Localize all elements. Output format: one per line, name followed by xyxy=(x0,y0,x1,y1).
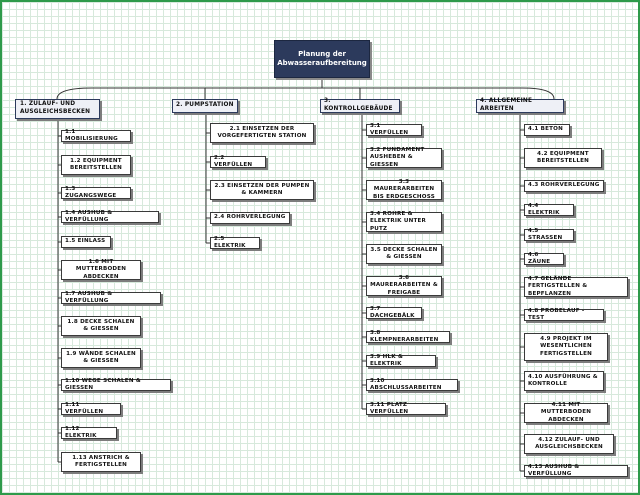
root-node[interactable]: Planung der Abwasseraufbereitung xyxy=(274,40,370,78)
task-label: 1.2 EQUIPMENT BEREITSTELLEN xyxy=(69,157,122,171)
task-label: 1.8 DECKE SCHALEN & GIESSEN xyxy=(67,318,135,332)
task-label: 2.3 EINSETZEN DER PUMPEN & KAMMERN xyxy=(214,182,310,196)
task-label: 3.5 DECKE SCHALEN & GIESSEN xyxy=(370,246,438,260)
task-node-4-12[interactable]: 4.12 ZULAUF- UND AUSGLEICHSBECKEN xyxy=(524,434,614,454)
branch-node-label: 1. ZULAUF- UND AUSGLEICHSBECKEN xyxy=(20,101,91,115)
task-label: 3.9 HLK & ELEKTRIK xyxy=(370,353,404,367)
task-node-2-4[interactable]: 2.4 ROHRVERLEGUNG xyxy=(210,212,290,224)
task-node-1-4[interactable]: 1.4 AUSHUB & VERFÜLLUNG xyxy=(61,209,159,223)
task-label: 2.5 ELEKTRIK xyxy=(214,235,246,249)
task-node-1-7[interactable]: 1.7 AUSHUB & VERFÜLLUNG xyxy=(61,290,161,304)
task-node-3-3[interactable]: 3.3 MAURERARBEITEN BIS ERDGESCHOSS xyxy=(366,179,442,200)
task-label: 1.4 AUSHUB & VERFÜLLUNG xyxy=(65,209,113,223)
task-node-4-4[interactable]: 4.4 ELEKTRIK xyxy=(524,202,574,216)
task-label: 4.10 AUSFÜHRUNG & KONTROLLE xyxy=(528,373,598,387)
branch-node-label: 2. PUMPSTATION xyxy=(176,102,234,109)
connector-bus xyxy=(56,87,555,100)
task-label: 4.12 ZULAUF- UND AUSGLEICHSBECKEN xyxy=(535,436,603,450)
task-node-1-2[interactable]: 1.2 EQUIPMENT BEREITSTELLEN xyxy=(61,155,131,175)
task-node-1-9[interactable]: 1.9 WÄNDE SCHALEN & GIESSEN xyxy=(61,348,141,368)
task-node-4-3[interactable]: 4.3 ROHRVERLEGUNG xyxy=(524,180,604,192)
task-node-1-8[interactable]: 1.8 DECKE SCHALEN & GIESSEN xyxy=(61,316,141,336)
task-label: 4.9 PROJEKT IM WESENTLICHEN FERTIGSTELLE… xyxy=(539,336,593,357)
task-label: 3.2 FUNDAMENT AUSHEBEN & GIESSEN xyxy=(370,147,425,168)
task-label: 4.1 BETON xyxy=(528,126,563,133)
task-label: 4.2 EQUIPMENT BEREITSTELLEN xyxy=(536,150,589,164)
task-node-1-11[interactable]: 1.11 VERFÜLLEN xyxy=(61,401,121,415)
task-label: 1.10 WEGE SCHALEN & GIESSEN xyxy=(65,377,141,391)
task-node-3-6[interactable]: 3.6 MAURERARBEITEN & FREIGABE xyxy=(366,275,442,296)
task-node-1-10[interactable]: 1.10 WEGE SCHALEN & GIESSEN xyxy=(61,377,171,391)
task-node-4-1[interactable]: 4.1 BETON xyxy=(524,124,570,136)
task-node-4-7[interactable]: 4.7 GELÄNDE FERTIGSTELLEN & BEPFLANZEN xyxy=(524,276,628,297)
task-label: 1.3 ZUGANGSWEGE xyxy=(65,185,117,199)
task-node-4-13[interactable]: 4.13 AUSHUB & VERFÜLLUNG xyxy=(524,463,628,477)
task-label: 4.7 GELÄNDE FERTIGSTELLEN & BEPFLANZEN xyxy=(528,276,588,297)
task-node-1-1[interactable]: 1.1 MOBILISIERUNG xyxy=(61,128,131,142)
branch-node-label: 3. KONTROLLGEBÄUDE xyxy=(324,98,393,112)
task-node-1-5[interactable]: 1.5 EINLASS xyxy=(61,236,111,248)
task-label: 1.13 ANSTRICH & FERTIGSTELLEN xyxy=(72,454,130,468)
task-node-4-11[interactable]: 4.11 MIT MUTTERBODEN ABDECKEN xyxy=(524,402,608,423)
task-node-4-8[interactable]: 4.8 PROBELAUF - TEST xyxy=(524,307,604,321)
task-node-3-1[interactable]: 3.1 VERFÜLLEN xyxy=(366,122,422,136)
task-node-4-6[interactable]: 4.6 ZÄUNE xyxy=(524,251,564,265)
task-node-3-10[interactable]: 3.10 ABSCHLUSSARBEITEN xyxy=(366,377,458,391)
task-label: 2.4 ROHRVERLEGUNG xyxy=(214,214,286,221)
task-node-2-5[interactable]: 2.5 ELEKTRIK xyxy=(210,235,260,249)
branch-node-label: 4. ALLGEMEINE ARBEITEN xyxy=(480,98,533,112)
task-label: 3.11 PLATZ VERFÜLLEN xyxy=(370,401,409,415)
task-label: 1.1 MOBILISIERUNG xyxy=(65,128,118,142)
task-node-3-5[interactable]: 3.5 DECKE SCHALEN & GIESSEN xyxy=(366,244,442,264)
task-label: 4.3 ROHRVERLEGUNG xyxy=(528,182,600,189)
task-node-3-9[interactable]: 3.9 HLK & ELEKTRIK xyxy=(366,353,436,367)
branch-node-4[interactable]: 4. ALLGEMEINE ARBEITEN xyxy=(476,98,564,113)
task-node-1-12[interactable]: 1.12 ELEKTRIK xyxy=(61,425,117,439)
task-label: 4.8 PROBELAUF - TEST xyxy=(528,307,585,321)
task-label: 1.5 EINLASS xyxy=(65,238,106,245)
task-label: 4.11 MIT MUTTERBODEN ABDECKEN xyxy=(540,402,592,423)
task-node-2-3[interactable]: 2.3 EINSETZEN DER PUMPEN & KAMMERN xyxy=(210,180,314,200)
task-node-4-9[interactable]: 4.9 PROJEKT IM WESENTLICHEN FERTIGSTELLE… xyxy=(524,333,608,361)
task-label: 3.6 MAURERARBEITEN & FREIGABE xyxy=(370,275,438,296)
task-label: 1.6 MIT MUTTERBODEN ABDECKEN xyxy=(75,259,127,280)
task-label: 3.4 ROHRE & ELEKTRIK UNTER PUTZ xyxy=(370,211,426,232)
task-node-1-3[interactable]: 1.3 ZUGANGSWEGE xyxy=(61,185,131,199)
task-label: 1.11 VERFÜLLEN xyxy=(65,401,104,415)
task-label: 4.4 ELEKTRIK xyxy=(528,202,560,216)
task-node-3-7[interactable]: 3.7 DACHGEBÄLK xyxy=(366,305,422,319)
task-label: 3.7 DACHGEBÄLK xyxy=(370,305,415,319)
task-label: 3.3 MAURERARBEITEN BIS ERDGESCHOSS xyxy=(373,179,435,200)
task-node-2-2[interactable]: 2.2 VERFÜLLEN xyxy=(210,154,266,168)
task-label: 4.6 ZÄUNE xyxy=(528,251,551,265)
task-label: 2.1 EINSETZEN DER VORGEFERTIGTEN STATION xyxy=(217,125,307,139)
task-label: 4.13 AUSHUB & VERFÜLLUNG xyxy=(528,463,580,477)
task-node-3-11[interactable]: 3.11 PLATZ VERFÜLLEN xyxy=(366,401,446,415)
root-node-label: Planung der Abwasseraufbereitung xyxy=(277,50,367,67)
task-node-3-2[interactable]: 3.2 FUNDAMENT AUSHEBEN & GIESSEN xyxy=(366,147,442,168)
task-node-2-1[interactable]: 2.1 EINSETZEN DER VORGEFERTIGTEN STATION xyxy=(210,123,314,143)
task-node-3-8[interactable]: 3.8 KLEMPNERARBEITEN xyxy=(366,329,450,343)
task-label: 2.2 VERFÜLLEN xyxy=(214,154,253,168)
task-label: 1.12 ELEKTRIK xyxy=(65,425,97,439)
task-node-4-10[interactable]: 4.10 AUSFÜHRUNG & KONTROLLE xyxy=(524,371,604,391)
task-node-1-6[interactable]: 1.6 MIT MUTTERBODEN ABDECKEN xyxy=(61,259,141,280)
task-label: 3.10 ABSCHLUSSARBEITEN xyxy=(370,377,442,391)
task-node-3-4[interactable]: 3.4 ROHRE & ELEKTRIK UNTER PUTZ xyxy=(366,211,442,232)
branch-node-2[interactable]: 2. PUMPSTATION xyxy=(172,99,238,113)
task-label: 4.5 STRASSEN xyxy=(528,227,563,241)
task-label: 3.8 KLEMPNERARBEITEN xyxy=(370,329,439,343)
branch-node-3[interactable]: 3. KONTROLLGEBÄUDE xyxy=(320,98,400,113)
task-node-4-2[interactable]: 4.2 EQUIPMENT BEREITSTELLEN xyxy=(524,148,602,168)
branch-node-1[interactable]: 1. ZULAUF- UND AUSGLEICHSBECKEN xyxy=(15,99,100,119)
task-node-1-13[interactable]: 1.13 ANSTRICH & FERTIGSTELLEN xyxy=(61,452,141,472)
task-label: 1.7 AUSHUB & VERFÜLLUNG xyxy=(65,290,113,304)
task-label: 3.1 VERFÜLLEN xyxy=(370,122,409,136)
task-node-4-5[interactable]: 4.5 STRASSEN xyxy=(524,227,574,241)
task-label: 1.9 WÄNDE SCHALEN & GIESSEN xyxy=(66,350,136,364)
